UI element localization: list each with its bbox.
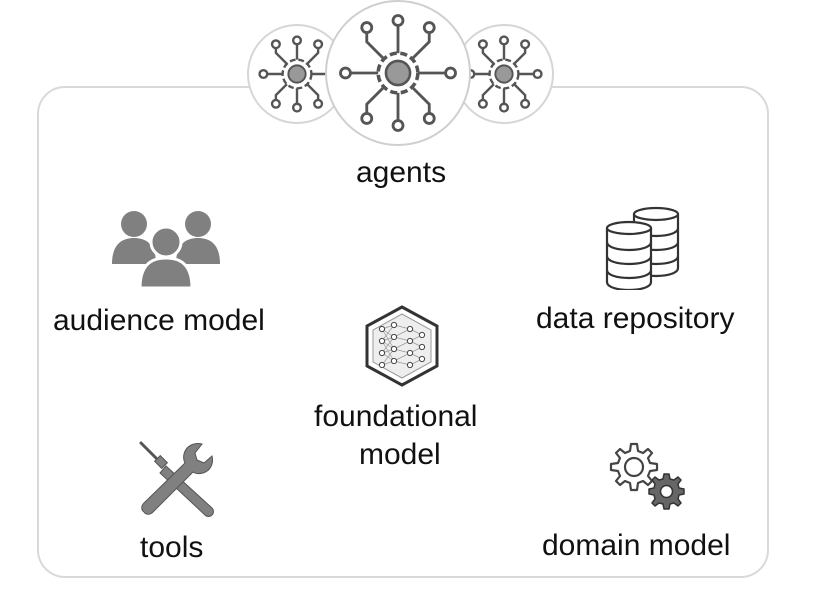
wrench-screwdriver-icon bbox=[139, 441, 214, 517]
network-gear-icon bbox=[339, 14, 457, 132]
database-stack-icon bbox=[605, 206, 680, 290]
foundational-label-line2: model bbox=[359, 438, 441, 471]
foundational-label-line1: foundational bbox=[314, 400, 478, 433]
gears-icon bbox=[609, 442, 685, 510]
data-repository-label: data repository bbox=[536, 302, 735, 335]
domain-model-label: domain model bbox=[542, 529, 731, 562]
tools-label: tools bbox=[140, 531, 204, 564]
neural-network-hexagon-icon bbox=[365, 305, 439, 387]
agent-center-circle bbox=[325, 0, 471, 146]
people-group-icon bbox=[112, 211, 220, 288]
audience-model-label: audience model bbox=[53, 304, 265, 337]
agents-label: agents bbox=[356, 156, 447, 189]
